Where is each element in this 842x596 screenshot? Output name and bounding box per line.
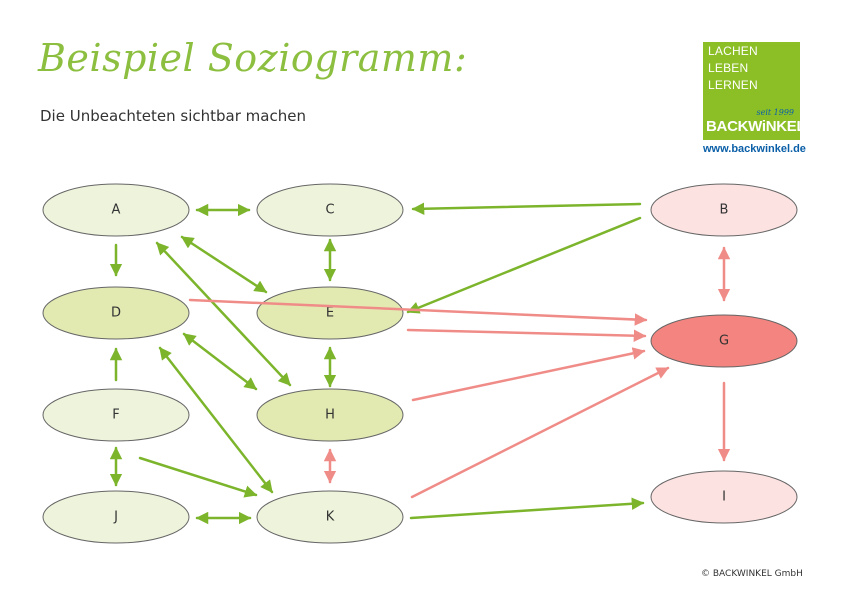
edge-k-i xyxy=(409,497,645,520)
node-a-label: A xyxy=(112,203,121,218)
edge-d-h xyxy=(182,332,258,391)
node-k-ellipse xyxy=(256,490,404,544)
node-g-ellipse xyxy=(650,314,798,368)
logo-brand: BACKWiNKEL xyxy=(706,118,806,135)
edge-d-k xyxy=(158,346,274,494)
node-j-label: J xyxy=(113,510,118,525)
node-d-label: D xyxy=(111,306,121,321)
edge-k-g xyxy=(410,366,670,499)
node-i-label: I xyxy=(722,490,726,505)
edge-h-g xyxy=(411,347,646,402)
node-k: K xyxy=(256,490,404,544)
logo-line-lachen: LACHEN xyxy=(708,44,758,58)
logo-since: seit 1999 xyxy=(756,108,794,117)
node-b-label: B xyxy=(720,203,729,218)
node-h-label: H xyxy=(325,408,335,423)
node-f-label: F xyxy=(112,408,119,423)
logo-line-leben: LEBEN xyxy=(708,61,749,75)
node-i-ellipse xyxy=(650,470,798,524)
node-e: E xyxy=(256,286,404,340)
node-a: A xyxy=(42,183,190,237)
node-c-label: C xyxy=(325,203,334,218)
edge-e-g xyxy=(406,328,647,342)
node-j: J xyxy=(42,490,190,544)
page-subtitle: Die Unbeachteten sichtbar machen xyxy=(40,107,306,125)
node-f: F xyxy=(42,388,190,442)
node-e-label: E xyxy=(326,306,334,321)
node-c: C xyxy=(256,183,404,237)
node-j-ellipse xyxy=(42,490,190,544)
edge-b-e xyxy=(406,216,642,314)
edges-layer xyxy=(109,202,731,525)
edge-b-c xyxy=(411,202,642,216)
node-a-ellipse xyxy=(42,183,190,237)
node-d: D xyxy=(42,286,190,340)
logo-line-lernen: LERNEN xyxy=(708,78,758,92)
brand-logo[interactable]: LACHEN LEBEN LERNEN seit 1999 BACKWiNKEL xyxy=(703,42,806,140)
node-b-ellipse xyxy=(650,183,798,237)
nodes-layer: A C B D E G F H J K I xyxy=(42,183,798,544)
page-title: Beispiel Soziogramm: xyxy=(38,36,468,80)
edge-d-g xyxy=(188,298,648,326)
node-c-ellipse xyxy=(256,183,404,237)
copyright-footer: © BACKWINKEL GmbH xyxy=(701,569,803,579)
node-i: I xyxy=(650,470,798,524)
node-g-label: G xyxy=(719,334,729,349)
edge-f-k xyxy=(138,456,258,498)
website-link[interactable]: www.backwinkel.de xyxy=(703,143,806,155)
node-g: G xyxy=(650,314,798,368)
node-b: B xyxy=(650,183,798,237)
node-h: H xyxy=(256,388,404,442)
node-k-label: K xyxy=(326,510,335,525)
